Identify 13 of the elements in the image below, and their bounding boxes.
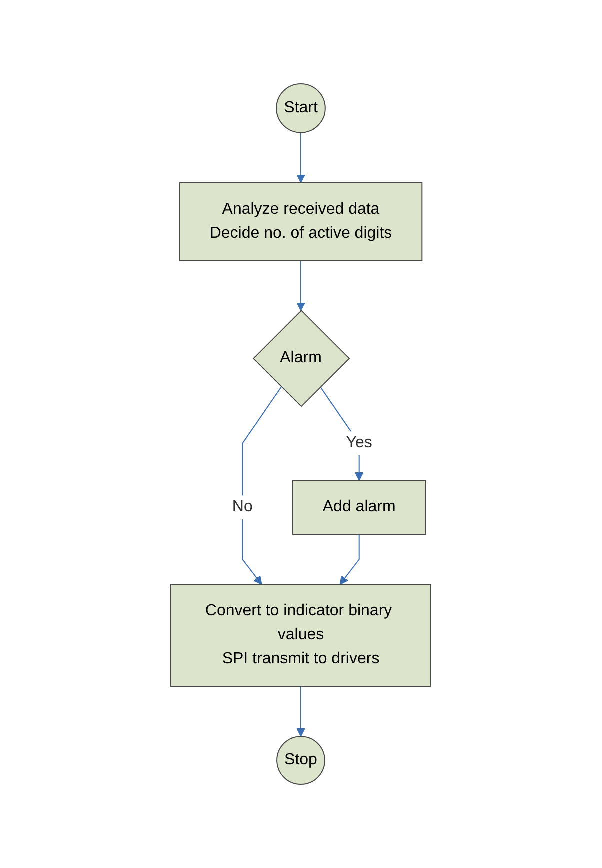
node-box: Convert to indicator binary values SPI transmit to drivers	[170, 584, 432, 687]
node-circle: Stop	[276, 736, 326, 785]
node-circle: Start	[276, 83, 326, 134]
edge-label: Yes	[346, 434, 372, 452]
node-box: Analyze received data Decide no. of active digits	[179, 182, 423, 262]
arrow	[242, 386, 282, 585]
arrow	[296, 132, 306, 183]
node-box: Add alarm	[292, 480, 426, 535]
arrow	[340, 534, 360, 585]
arrow	[296, 260, 306, 311]
edge-label: No	[232, 498, 253, 516]
arrow	[296, 686, 306, 737]
node-diamond: Alarm	[252, 310, 350, 408]
